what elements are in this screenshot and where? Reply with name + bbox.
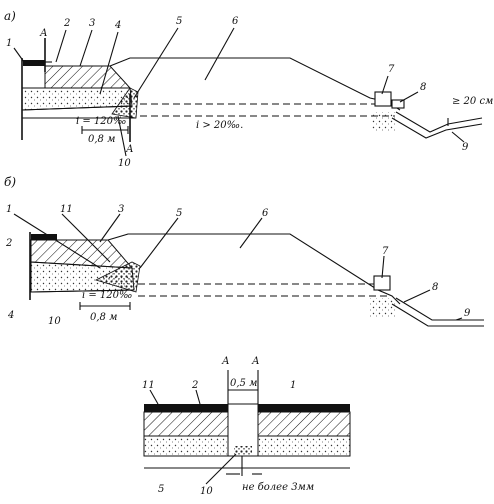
fig-a-section-mark-top: А bbox=[39, 28, 48, 39]
fig-c-callout-5: 5 bbox=[158, 484, 164, 495]
fig-c-leader-11 bbox=[149, 389, 159, 405]
fig-b-callout-10: 10 bbox=[48, 316, 61, 327]
fig-b-callout-3: 3 bbox=[118, 204, 124, 215]
fig-c-callout-2: 2 bbox=[191, 380, 198, 391]
fig-b-leader-1 bbox=[13, 213, 101, 269]
figure-a: а) bbox=[4, 9, 493, 169]
fig-b-callout-7: 7 bbox=[382, 246, 389, 257]
fig-a-outlet-head bbox=[374, 91, 392, 107]
fig-b-callout-11: 11 bbox=[60, 204, 73, 215]
fig-a-leader-5 bbox=[133, 27, 179, 99]
fig-a-callout-10: 10 bbox=[118, 158, 131, 169]
fig-a-callout-3: 3 bbox=[89, 18, 95, 29]
fig-b-leader-3 bbox=[99, 213, 121, 243]
fig-c-callout-1: 1 bbox=[290, 380, 296, 391]
fig-b-bottom-line bbox=[30, 289, 135, 293]
fig-c-callout-10: 10 bbox=[200, 486, 213, 497]
fig-a-leader-9 bbox=[451, 131, 465, 143]
fig-a-slope-label: i = 120‰ bbox=[76, 116, 126, 127]
fig-a-embankment-outline bbox=[109, 57, 401, 111]
figure-b: б) 1 11 3 5 6 7 8 9 2 4 10 bbox=[4, 175, 484, 327]
fig-b-ditch-inner bbox=[391, 303, 484, 327]
fig-c-section-a-left: А bbox=[221, 356, 230, 367]
fig-b-wearing-course bbox=[31, 234, 57, 240]
fig-b-embankment-outline bbox=[107, 233, 401, 305]
fig-a-outlet-fill bbox=[372, 112, 396, 132]
fig-a-leader-2 bbox=[55, 29, 67, 63]
fig-a-callout-7: 7 bbox=[388, 64, 395, 75]
fig-a-ditch bbox=[395, 111, 483, 133]
fig-a-callout-9: 9 bbox=[462, 142, 469, 153]
fig-a-outlet-apron bbox=[391, 99, 405, 109]
fig-a-callout-2: 2 bbox=[63, 18, 70, 29]
fig-b-panel-label: б) bbox=[4, 175, 16, 189]
fig-b-callout-9: 9 bbox=[464, 308, 471, 319]
fig-b-callout-8: 8 bbox=[432, 282, 438, 293]
fig-b-leader-8 bbox=[403, 289, 431, 303]
fig-b-width-label: 0,8 м bbox=[90, 312, 117, 323]
fig-a-leader-6 bbox=[204, 27, 235, 81]
fig-b-ditch bbox=[395, 297, 484, 321]
fig-a-leader-1 bbox=[13, 47, 25, 63]
fig-b-leader-11 bbox=[61, 213, 111, 263]
fig-b-drain-gravel bbox=[94, 261, 141, 293]
fig-a-depth-label: ≥ 20 см bbox=[452, 96, 493, 107]
fig-c-leader-2 bbox=[195, 389, 201, 405]
fig-a-subgrade-line bbox=[21, 105, 133, 111]
fig-c-callout-11: 11 bbox=[142, 380, 155, 391]
fig-a-leader-7 bbox=[381, 75, 389, 95]
fig-a-leader-4 bbox=[99, 31, 119, 95]
fig-c-tolerance-label: не более 3мм bbox=[242, 482, 314, 493]
fig-b-leader-6 bbox=[239, 217, 263, 249]
fig-a-panel-label: а) bbox=[4, 9, 16, 23]
fig-a-ditch-inner bbox=[391, 117, 483, 139]
fig-c-joint-fill bbox=[234, 446, 252, 456]
fig-a-callout-1: 1 bbox=[6, 38, 12, 49]
fig-a-wearing-course bbox=[23, 60, 45, 66]
fig-a-leader-3 bbox=[79, 29, 93, 67]
fig-b-callout-5: 5 bbox=[176, 208, 182, 219]
fig-a-callout-4: 4 bbox=[114, 20, 121, 31]
fig-c-gap-label: 0,5 м bbox=[230, 378, 257, 389]
fig-a-callout-5: 5 bbox=[176, 16, 182, 27]
fig-a-base-layer bbox=[44, 65, 132, 89]
fig-b-leader-7 bbox=[381, 255, 385, 279]
figure-c: А А 0,5 м 11 2 1 5 10 не более 3мм bbox=[142, 356, 351, 497]
fig-a-drain-slope: i > 20‰. bbox=[196, 120, 243, 131]
fig-b-callout-2: 2 bbox=[5, 238, 12, 249]
fig-c-section-a-right: А bbox=[251, 356, 260, 367]
fig-b-slope-label: i = 120‰ bbox=[82, 290, 132, 301]
fig-a-leader-8 bbox=[399, 91, 419, 103]
fig-a-callout-6: 6 bbox=[232, 16, 239, 27]
fig-a-section-mark-bottom: А bbox=[125, 144, 134, 155]
fig-b-outlet-fill bbox=[370, 298, 396, 318]
fig-b-leader-9 bbox=[455, 317, 463, 321]
fig-b-callout-1: 1 bbox=[6, 204, 12, 215]
fig-b-callout-4: 4 bbox=[7, 310, 14, 321]
fig-a-callout-8: 8 bbox=[420, 82, 426, 93]
fig-a-width-label: 0,8 м bbox=[88, 134, 115, 145]
fig-b-leader-5 bbox=[139, 217, 179, 269]
fig-c-leader-10 bbox=[205, 453, 237, 485]
fig-b-outlet-head bbox=[373, 275, 391, 291]
fig-a-leader-10 bbox=[117, 115, 127, 157]
fig-b-callout-6: 6 bbox=[262, 208, 269, 219]
